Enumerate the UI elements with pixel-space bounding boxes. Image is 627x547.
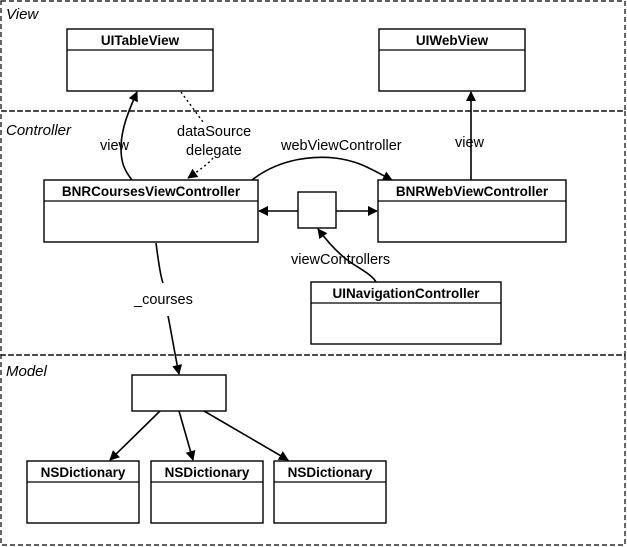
view-layer <box>0 0 626 112</box>
uinav-box: UINavigationController <box>310 281 502 345</box>
nsdictionary-title-3: NSDictionary <box>288 465 373 480</box>
model-layer <box>0 354 626 546</box>
nsdictionary-box-1: NSDictionary <box>26 460 140 524</box>
label-courses: _courses <box>133 292 193 308</box>
label-datasource: dataSource <box>177 124 251 140</box>
edge-courses-view <box>120 91 138 181</box>
controller-layer-label: Controller <box>6 122 72 139</box>
label-viewcontrollers: viewControllers <box>291 252 390 268</box>
edge-delegate-dotted <box>187 157 214 179</box>
bnrweb-title: BNRWebViewController <box>396 184 549 199</box>
nsdictionary-box-2: NSDictionary <box>150 460 264 524</box>
courses-array-box <box>131 374 227 412</box>
uinav-title: UINavigationController <box>332 286 480 301</box>
label-view-left: view <box>100 138 130 154</box>
edge-datasource-dotted <box>180 91 204 123</box>
uiwebview-title: UIWebView <box>416 33 489 48</box>
nsdictionary-title-1: NSDictionary <box>41 465 126 480</box>
label-delegate: delegate <box>186 143 242 159</box>
edge-courses-array <box>155 242 179 374</box>
view-layer-label: View <box>6 6 39 23</box>
edge-array-dict3 <box>203 410 289 461</box>
edge-webviewcontroller <box>251 156 393 181</box>
bnrcourses-title: BNRCoursesViewController <box>62 184 241 199</box>
uiwebview-box: UIWebView <box>378 28 526 92</box>
edge-viewcontrollers <box>317 228 377 283</box>
bnrweb-box: BNRWebViewController <box>377 179 567 243</box>
nsdictionary-title-2: NSDictionary <box>165 465 250 480</box>
model-layer-label: Model <box>6 363 48 380</box>
label-webviewcontroller: webViewController <box>280 138 402 154</box>
nsdictionary-box-3: NSDictionary <box>273 460 387 524</box>
label-view-right: view <box>455 135 485 151</box>
edge-array-dict2 <box>178 410 196 461</box>
uitableview-box: UITableView <box>66 28 214 92</box>
uitableview-title: UITableView <box>101 33 180 48</box>
edge-array-dict1 <box>109 410 161 461</box>
bnrcourses-box: BNRCoursesViewController <box>43 179 259 243</box>
viewcontrollers-array-box <box>297 191 337 229</box>
